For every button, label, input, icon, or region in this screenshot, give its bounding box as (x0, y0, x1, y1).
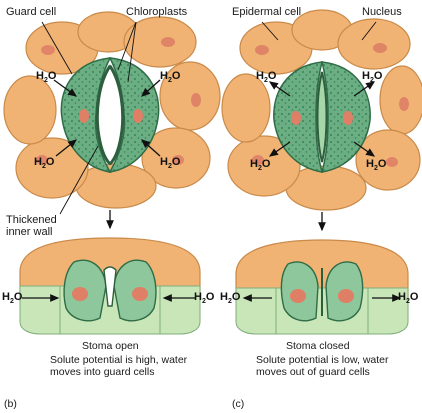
chloroplasts-label: Chloroplasts (126, 6, 187, 18)
water-label: H2O (220, 291, 240, 305)
water-label: H2O (160, 156, 180, 170)
water-label: H2O (34, 156, 54, 170)
panel-b-title: Stoma open (82, 340, 139, 352)
nucleus-label: Nucleus (362, 6, 402, 18)
closed-stoma-top-view (222, 10, 422, 210)
panel-c-title: Stoma closed (286, 340, 350, 352)
water-label: H2O (160, 70, 180, 84)
panel-c-letter: (c) (232, 398, 244, 410)
water-label: H2O (194, 291, 214, 305)
guard-cell-label: Guard cell (6, 6, 56, 18)
open-stoma-top-view (4, 12, 220, 214)
panel-b-caption: Solute potential is high, water moves in… (50, 354, 210, 378)
water-label: H2O (2, 291, 22, 305)
thickened-label-line1: Thickened (6, 214, 57, 226)
epidermal-cell-label: Epidermal cell (232, 6, 301, 18)
water-label: H2O (362, 70, 382, 84)
down-arrows (110, 210, 322, 230)
water-label: H2O (398, 291, 418, 305)
water-label: H2O (250, 158, 270, 172)
water-label: H2O (36, 70, 56, 84)
open-stoma-cross-section (20, 238, 200, 334)
water-label: H2O (256, 70, 276, 84)
panel-c-caption: Solute potential is low, water moves out… (256, 354, 416, 378)
panel-b-letter: (b) (4, 398, 17, 410)
thickened-label-line2: inner wall (6, 226, 52, 238)
closed-stoma-cross-section (236, 240, 408, 334)
water-label: H2O (366, 158, 386, 172)
